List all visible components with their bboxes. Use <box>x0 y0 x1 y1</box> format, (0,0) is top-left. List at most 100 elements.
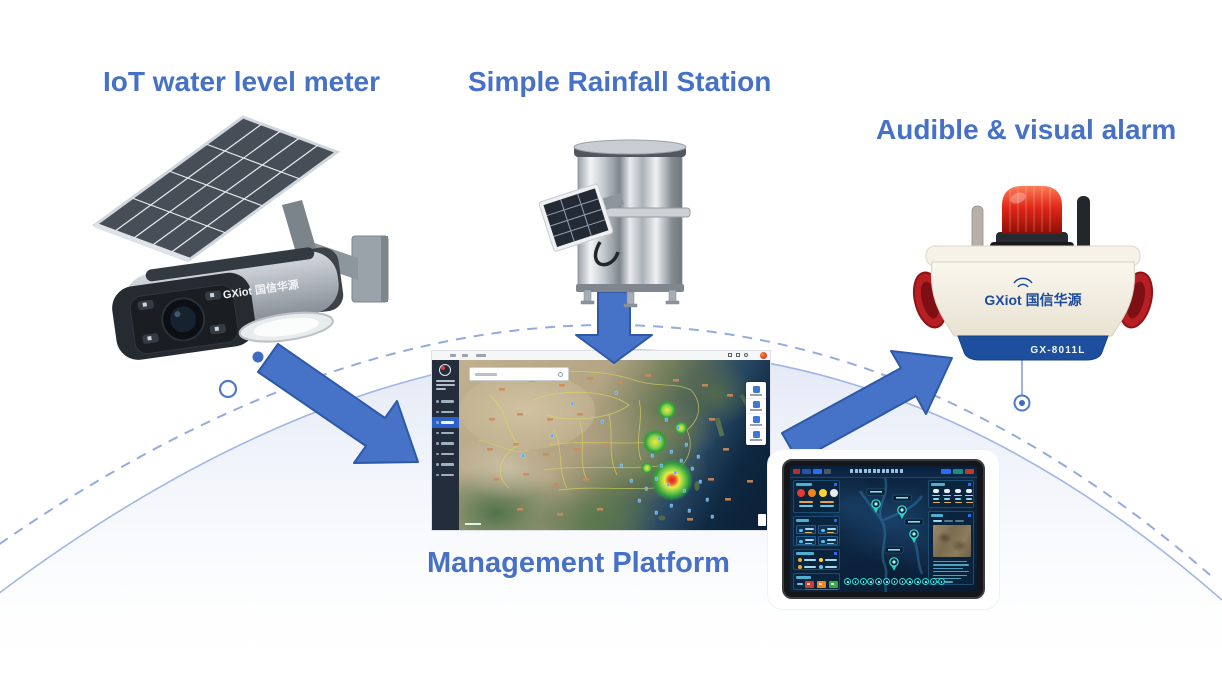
sidebar-menu-item <box>432 396 459 407</box>
node-ring <box>218 379 238 399</box>
place-label <box>673 379 679 382</box>
clamp-bolt <box>558 209 572 215</box>
sidebar-menu-item <box>432 428 459 439</box>
title-glyph <box>899 469 903 473</box>
place-label <box>547 418 553 421</box>
panel-site-photo <box>928 511 974 585</box>
tablet-map-pins <box>866 488 924 571</box>
place-label <box>559 384 565 387</box>
panel-station-stats <box>793 516 840 546</box>
titlebar-chip <box>813 469 822 474</box>
rain-gauge-cylinder <box>577 151 683 287</box>
rainfall-station-device <box>538 139 691 308</box>
station-marker <box>614 390 618 395</box>
level-red <box>797 489 805 497</box>
place-label <box>708 478 714 481</box>
toolbar-icon <box>898 578 906 585</box>
pin-dot <box>892 560 896 564</box>
platform-map <box>459 360 770 530</box>
eye-icon <box>744 353 748 357</box>
horn-left <box>912 271 948 329</box>
band-clamp <box>569 207 691 218</box>
panel-post <box>282 200 316 253</box>
titlebar-chip <box>965 469 974 474</box>
station-marker <box>682 488 686 493</box>
heading-platform: Management Platform <box>427 547 730 579</box>
sidebar-menu <box>432 396 459 480</box>
title-glyph <box>872 469 876 473</box>
antenna-left <box>971 205 984 253</box>
station-marker <box>679 458 683 463</box>
station-marker <box>637 498 641 503</box>
station-marker <box>550 433 554 438</box>
platform-screenshot <box>432 351 770 530</box>
map-overlay <box>478 371 757 521</box>
platform-logo-icon <box>760 352 767 359</box>
station-marker <box>629 478 633 483</box>
place-label <box>725 498 731 501</box>
sidebar-menu-item <box>432 407 459 418</box>
sidebar-menu-item <box>432 417 459 428</box>
titlebar-chip <box>953 469 963 474</box>
weather-column <box>964 489 974 503</box>
wall-mount-plate <box>351 235 389 303</box>
titlebar-chip <box>941 469 951 474</box>
gauge-legs <box>580 289 680 308</box>
station-marker <box>654 510 658 515</box>
gauge-rim <box>574 146 686 157</box>
titlebar-chip <box>824 469 831 474</box>
panel-alarm-levels <box>793 480 840 513</box>
camera-body: GXiot 国信华源 <box>112 247 344 360</box>
weather-column <box>942 489 952 503</box>
station-marker <box>673 470 677 475</box>
solar-cable <box>593 241 620 267</box>
place-label <box>645 374 651 377</box>
tile-green <box>829 581 838 588</box>
title-glyph <box>868 469 871 473</box>
toolbar-icon <box>937 578 945 585</box>
place-label <box>603 443 609 446</box>
sidebar-menu-item <box>432 449 459 460</box>
mount-arm <box>300 238 358 280</box>
place-label <box>523 473 529 476</box>
map-tool-button <box>746 414 766 429</box>
alarm-body <box>930 261 1136 337</box>
ir-leds <box>137 290 227 344</box>
station-marker <box>521 453 525 458</box>
place-label <box>517 413 523 416</box>
panel-legend-tiles <box>793 573 840 590</box>
titlebar-chip <box>802 469 811 474</box>
arrow-platform-to-alarm <box>781 350 953 462</box>
station-marker <box>705 497 709 502</box>
place-label <box>583 478 589 481</box>
station-marker <box>664 417 668 422</box>
place-label <box>543 453 549 456</box>
pin-label-text <box>908 521 920 523</box>
pin-dot <box>912 532 916 536</box>
place-label <box>709 418 715 421</box>
map-scale-bar <box>465 523 481 525</box>
place-label <box>553 483 559 486</box>
station-marker <box>690 466 694 471</box>
wifi-icon <box>1013 277 1033 288</box>
level-orange <box>808 489 816 497</box>
site-photo <box>933 525 971 557</box>
stat-chip <box>818 536 838 545</box>
tablet-card <box>767 449 1000 610</box>
place-label <box>702 384 708 387</box>
camera-front-module <box>112 272 256 360</box>
place-label <box>513 443 519 446</box>
station-marker <box>669 503 673 508</box>
station-marker <box>570 401 574 406</box>
stat-chip <box>818 525 838 534</box>
beacon-light <box>990 186 1074 254</box>
sidebar-menu-item <box>432 470 459 481</box>
title-glyph <box>859 469 862 473</box>
sidebar-logo-icon <box>439 364 451 376</box>
topbar-menu-icon <box>450 353 456 357</box>
heading-alarm: Audible & visual alarm <box>876 114 1177 145</box>
title-glyph <box>877 469 880 473</box>
